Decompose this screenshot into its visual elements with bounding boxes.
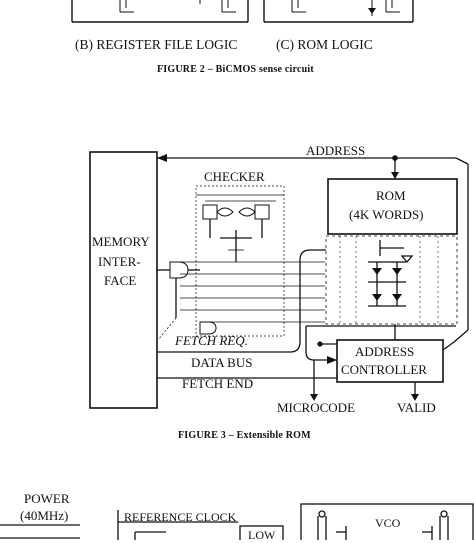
label-data-bus: DATA BUS: [191, 355, 253, 370]
label-valid: VALID: [397, 400, 436, 415]
figure3-caption: FIGURE 3 – Extensible ROM: [178, 430, 311, 441]
label-rom-size: (4K WORDS): [349, 207, 424, 222]
memory-interface-box: [89, 151, 158, 409]
label-checker: CHECKER: [204, 169, 265, 184]
label-address-controller-2: CONTROLLER: [341, 362, 427, 377]
label-power: POWER: [24, 491, 70, 506]
label-reference-clock: REFERENCE CLOCK: [124, 510, 237, 524]
label-microcode: MICROCODE: [277, 400, 356, 415]
label-face: FACE: [104, 273, 137, 288]
label-address-controller-1: ADDRESS: [355, 344, 415, 359]
figure2-fragment: [71, 0, 414, 23]
label-fetch-end: FETCH END: [182, 376, 254, 391]
label-low: LOW: [248, 528, 276, 542]
label-rom: ROM: [376, 188, 406, 203]
subcaption-rom-logic: (C) ROM LOGIC: [276, 37, 373, 52]
label-memory: MEMORY: [92, 234, 150, 249]
label-vco: VCO: [375, 516, 401, 530]
label-power-freq: (40MHz): [20, 508, 69, 523]
rom-box: [327, 178, 458, 235]
label-fetch-req: FETCH REQ.: [175, 333, 248, 348]
subcaption-register-file: (B) REGISTER FILE LOGIC: [75, 37, 238, 52]
address-controller-box: [336, 339, 444, 383]
figure2-caption: FIGURE 2 – BiCMOS sense circuit: [157, 64, 314, 75]
label-inter: INTER-: [98, 254, 141, 269]
label-address: ADDRESS: [306, 143, 366, 158]
